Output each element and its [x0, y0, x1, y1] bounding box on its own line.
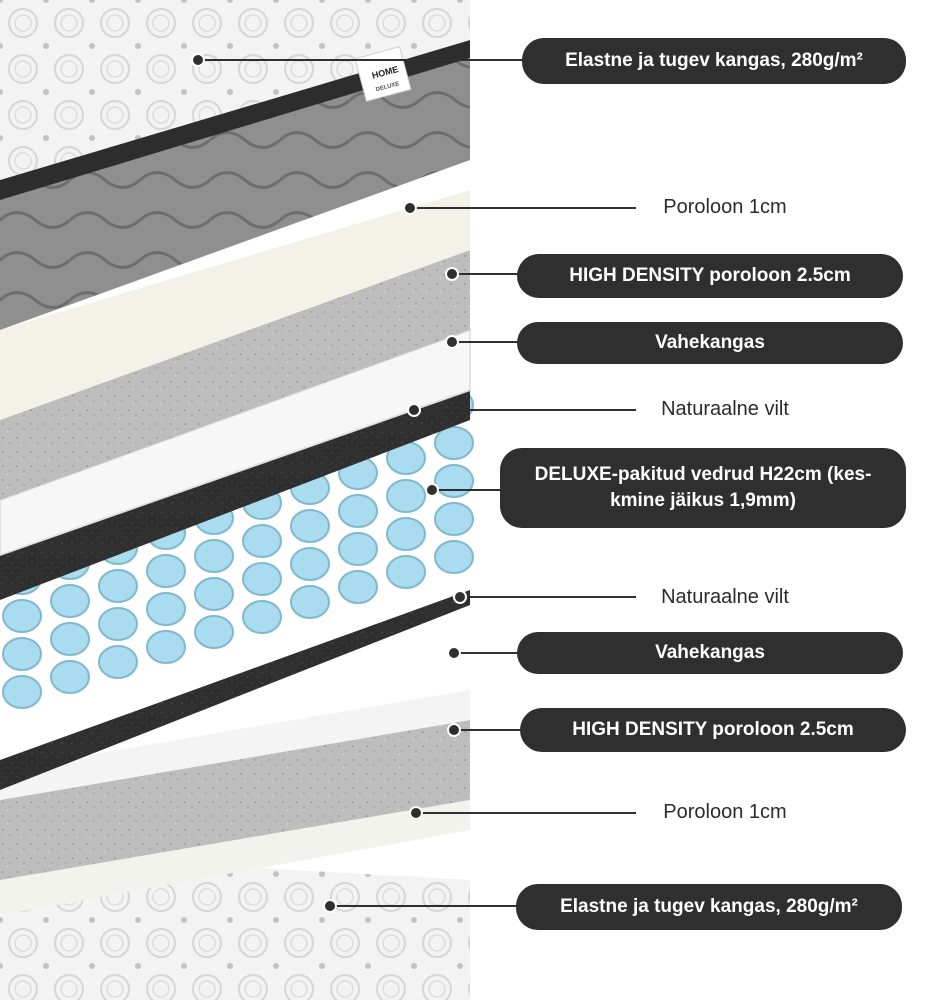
leader-dot-icon [445, 335, 459, 349]
label-fabric-top: Elastne ja tugev kangas, 280g/m² [522, 38, 906, 84]
spring-coil-icon [338, 570, 378, 604]
spring-coil-icon [98, 645, 138, 679]
bottom-fabric-layer [0, 860, 470, 1000]
bottom-hd-foam [0, 720, 470, 880]
label-foam-1-bottom: Poroloon 1cm [663, 800, 787, 823]
leader-dot-icon [447, 646, 461, 660]
spring-coil-icon [194, 577, 234, 611]
spring-coil-icon [194, 539, 234, 573]
spring-coil-icon [2, 675, 42, 709]
bottom-felt-layer [0, 590, 470, 790]
leader-dot-icon [407, 403, 421, 417]
bottom-foam-1cm [0, 800, 470, 915]
leader-dot-icon [191, 53, 205, 67]
leader-dot-icon [447, 723, 461, 737]
spring-coil-icon [242, 524, 282, 558]
spring-coil-icon [434, 540, 474, 574]
spring-coil-icon [2, 637, 42, 671]
label-hd-foam-top: HIGH DENSITY poroloon 2.5cm [517, 254, 903, 298]
label-foam-1-top: Poroloon 1cm [663, 195, 787, 218]
label-springs: DELUXE-pakitud vedrud H22cm (kes-kmine j… [500, 448, 906, 528]
top-foam-1cm [0, 190, 470, 420]
spring-coil-icon [290, 585, 330, 619]
leader-dot-icon [445, 267, 459, 281]
top-felt-layer [0, 390, 470, 600]
spring-coil-icon [386, 555, 426, 589]
label-spacer-bottom: Vahekangas [517, 632, 903, 674]
spring-coil-icon [194, 615, 234, 649]
topper-side-panel [0, 40, 470, 330]
leader-dot-icon [409, 806, 423, 820]
spring-coil-icon [434, 502, 474, 536]
spring-coil-icon [146, 592, 186, 626]
spring-coil-icon [434, 426, 474, 460]
label-spacer-top: Vahekangas [517, 322, 903, 364]
leader-dot-icon [425, 483, 439, 497]
spring-coil-icon [50, 622, 90, 656]
bottom-spacer-fabric [0, 690, 470, 800]
label-hd-foam-bottom: HIGH DENSITY poroloon 2.5cm [520, 708, 906, 752]
spring-coil-icon [146, 630, 186, 664]
leader-dot-icon [403, 201, 417, 215]
spring-coil-icon [290, 547, 330, 581]
spring-coil-icon [434, 464, 474, 498]
topper-piping-band [0, 40, 470, 200]
spring-coil-icon [338, 494, 378, 528]
leader-dot-icon [453, 590, 467, 604]
spring-coil-icon [2, 599, 42, 633]
leader-lines [191, 53, 636, 913]
label-felt-bottom: Naturaalne vilt [661, 585, 789, 608]
layer-stack [0, 0, 474, 1000]
spring-coil-icon [98, 569, 138, 603]
spring-coil-icon [338, 532, 378, 566]
top-fabric-surface [0, 0, 470, 180]
spring-coil-icon [290, 509, 330, 543]
spring-coil-icon [50, 660, 90, 694]
spring-coil-icon [98, 607, 138, 641]
leader-dot-icon [323, 899, 337, 913]
label-fabric-bottom: Elastne ja tugev kangas, 280g/m² [516, 884, 902, 930]
spring-coil-icon [146, 554, 186, 588]
top-hd-foam [0, 250, 470, 500]
spring-coil-icon [242, 562, 282, 596]
spring-coil-icon [50, 584, 90, 618]
spring-coil-icon [386, 517, 426, 551]
spring-coil-icon [242, 600, 282, 634]
spring-coil-icon [386, 479, 426, 513]
label-felt-top: Naturaalne vilt [661, 397, 789, 420]
